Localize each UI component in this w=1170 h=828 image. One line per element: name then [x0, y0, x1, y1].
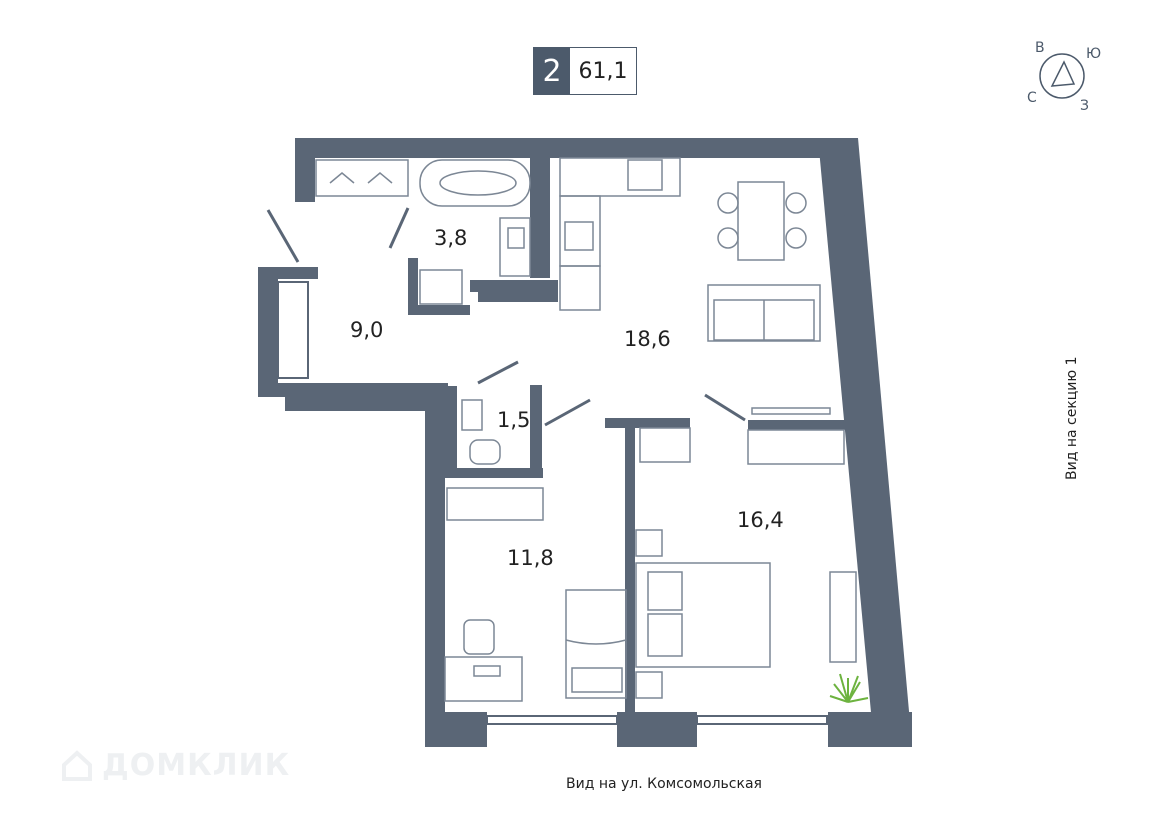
rooms-count: 2 [534, 48, 570, 94]
compass-north: С [1027, 90, 1037, 106]
compass-south: Ю [1086, 46, 1102, 62]
compass [1039, 53, 1085, 99]
windows [277, 214, 886, 725]
room-area-bedroom-2: 16,4 [737, 508, 784, 532]
room-area-bedroom-1: 11,8 [507, 546, 554, 570]
compass-east: В [1035, 40, 1045, 56]
room-area-hall: 9,0 [350, 318, 384, 342]
doors [266, 207, 746, 427]
view-label-bottom: Вид на ул. Комсомольская [566, 776, 762, 792]
walls [258, 138, 912, 747]
watermark: ДОМКЛИК [60, 748, 290, 783]
plant [829, 673, 869, 703]
room-area-wc: 1,5 [497, 408, 531, 432]
compass-west: З [1080, 98, 1089, 114]
total-area: 61,1 [570, 48, 636, 94]
watermark-text: ДОМКЛИК [102, 748, 291, 783]
furniture [315, 157, 857, 702]
house-icon [62, 749, 92, 781]
view-label-right: Вид на секцию 1 [1064, 356, 1080, 480]
apartment-badge: 2 61,1 [533, 47, 637, 95]
room-area-kitchen-living: 18,6 [624, 327, 671, 351]
room-area-bathroom: 3,8 [434, 226, 468, 250]
